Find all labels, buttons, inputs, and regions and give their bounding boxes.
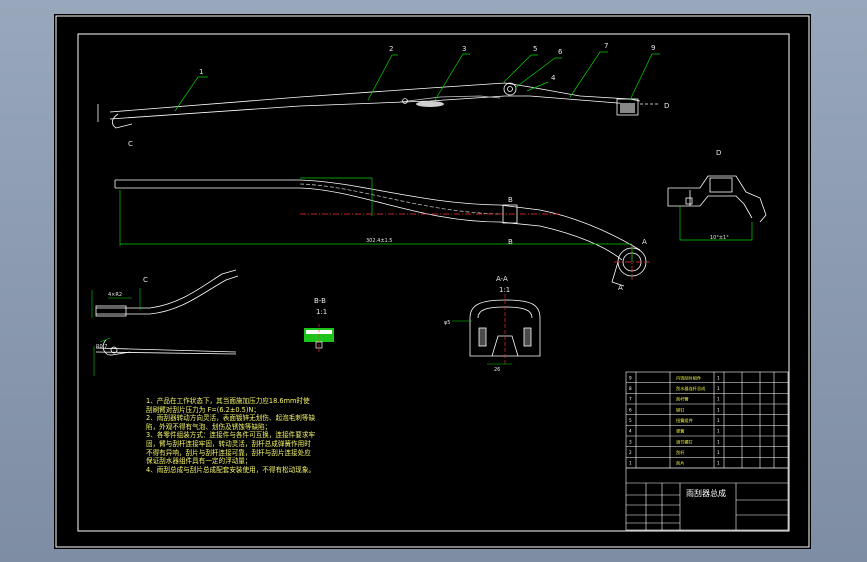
callout-9: 9 bbox=[651, 44, 655, 52]
note-1: 1、产品在工作状态下，其当面施加压力应18.6mm时使刮刷臂对刮片压力为 F=(… bbox=[146, 397, 310, 414]
section-bb-scale: 1:1 bbox=[316, 308, 327, 316]
parts-row-qty: 1 bbox=[717, 375, 720, 380]
parts-row-number: 1 bbox=[629, 461, 632, 466]
callout-3: 3 bbox=[462, 45, 466, 53]
parts-row-qty: 1 bbox=[717, 461, 720, 466]
section-bb-title: B-B bbox=[314, 297, 326, 305]
title-block bbox=[625, 371, 789, 531]
parts-row-number: 8 bbox=[629, 386, 632, 391]
view-d-dimension: 10°±1° bbox=[710, 235, 729, 241]
view-c-dimension-1: 4×R2 bbox=[108, 292, 122, 298]
note-2: 2、雨刮器转动方向灵活，表面镀锌无划伤、起泡毛刺等缺陷，外观不得有气泡、划伤及锈… bbox=[146, 414, 316, 431]
callout-2: 2 bbox=[389, 45, 393, 53]
parts-row-name: 内饰刮片组件 bbox=[676, 374, 701, 381]
technical-notes: 1、产品在工作状态下，其当面施加压力应18.6mm时使刮刷臂对刮片压力为 F=(… bbox=[146, 397, 316, 474]
callout-labels: 1 2 3 5 6 7 9 4 bbox=[199, 42, 655, 82]
callout-5: 5 bbox=[533, 45, 537, 53]
parts-row-name: 刮杆臂 bbox=[676, 396, 689, 403]
parts-row-name: 弹簧 bbox=[676, 428, 684, 435]
section-aa-dimension-2: 26 bbox=[494, 367, 500, 373]
section-arrow-b-top: B bbox=[508, 196, 513, 204]
outer-border bbox=[55, 15, 810, 548]
drawing-title: 雨刮器总成 bbox=[686, 488, 726, 498]
view-arrow-d: D bbox=[664, 102, 669, 110]
parts-row-number: 5 bbox=[629, 418, 632, 423]
view-c bbox=[95, 269, 239, 356]
callout-leaders bbox=[174, 51, 660, 112]
parts-row-name: 刮杆 bbox=[676, 449, 685, 456]
section-bb bbox=[304, 324, 334, 352]
section-arrow-a-bottom: A bbox=[618, 284, 623, 292]
plan-view-dimension bbox=[119, 177, 633, 262]
overall-length-dimension: 302.4±1.5 bbox=[366, 238, 392, 244]
parts-row-name: 刮水器连杆总成 bbox=[676, 385, 705, 392]
parts-row-name: 调节螺钉 bbox=[676, 438, 694, 445]
parts-row-qty: 1 bbox=[717, 386, 720, 391]
callout-7: 7 bbox=[604, 42, 608, 50]
parts-row-qty: 1 bbox=[717, 418, 720, 423]
parts-row-qty: 1 bbox=[717, 439, 720, 444]
parts-row-number: 2 bbox=[629, 450, 632, 455]
section-aa-scale: 1:1 bbox=[499, 286, 510, 294]
parts-row-qty: 1 bbox=[717, 407, 720, 412]
parts-row-qty: 1 bbox=[717, 397, 720, 402]
parts-row-number: 6 bbox=[629, 407, 632, 412]
parts-row-number: 4 bbox=[629, 429, 632, 434]
parts-row-number: 9 bbox=[629, 375, 632, 380]
callout-6: 6 bbox=[558, 48, 563, 56]
section-arrow-b-bottom: B bbox=[508, 238, 513, 246]
view-c-dimension-2: R0.7 bbox=[96, 344, 107, 350]
callout-4: 4 bbox=[551, 74, 556, 82]
section-aa-title: A-A bbox=[496, 275, 508, 283]
parts-row-qty: 1 bbox=[717, 450, 720, 455]
view-d bbox=[667, 175, 767, 223]
parts-row-number: 3 bbox=[629, 439, 632, 444]
view-c-dims bbox=[91, 288, 141, 376]
view-c-title: C bbox=[143, 276, 148, 284]
parts-row-name: 刮片 bbox=[676, 460, 684, 467]
view-d-title: D bbox=[716, 149, 721, 157]
section-aa-dims bbox=[452, 320, 512, 365]
parts-list: 9 内饰刮片组件 1 8 刮水器连杆总成 1 7 刮杆臂 1 6 铆钉 1 5 扭簧组件 1 4 弹簧 1 3 调节螺… bbox=[626, 374, 788, 469]
view-arrow-c: C bbox=[128, 140, 133, 148]
callout-1: 1 bbox=[199, 68, 203, 76]
note-3: 3、各零件组装方式：连接件与各件可互换，连接件要求牢固，臂与刮杆连接牢固，转动灵… bbox=[146, 431, 316, 466]
frame-border bbox=[77, 33, 790, 532]
view-d-dim bbox=[679, 206, 753, 241]
main-wiper-view bbox=[97, 82, 660, 129]
note-4: 4、雨刮总成与刮片总成配套安装使用，不得有松动现象。 bbox=[146, 465, 316, 474]
parts-row-name: 铆钉 bbox=[676, 406, 685, 413]
parts-row-number: 7 bbox=[629, 397, 632, 402]
section-aa-dimension-1: φ5 bbox=[444, 320, 450, 326]
section-arrow-a-top: A bbox=[642, 238, 647, 246]
parts-row-qty: 1 bbox=[717, 429, 720, 434]
parts-row-name: 扭簧组件 bbox=[676, 417, 693, 424]
